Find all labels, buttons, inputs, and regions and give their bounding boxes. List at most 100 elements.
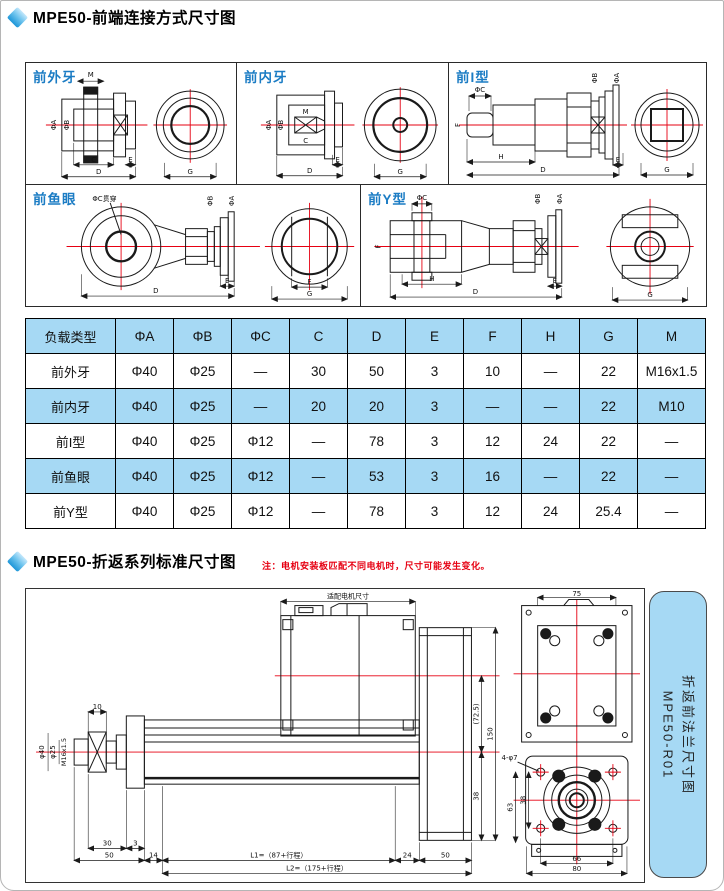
- svg-text:ΦC贯穿: ΦC贯穿: [92, 194, 116, 203]
- svg-text:G: G: [307, 290, 312, 298]
- svg-text:ΦA: ΦA: [50, 120, 58, 130]
- table-cell: —: [289, 423, 348, 459]
- svg-text:D: D: [96, 168, 101, 176]
- panel-label: 前I型: [456, 70, 490, 85]
- r01-drawing-box: 适配电机尺寸 10 φ40 φ25 M16x1.5 30 3 50 14 L1=…: [25, 588, 645, 883]
- table-cell: —: [637, 423, 706, 459]
- table-cell: —: [521, 458, 580, 494]
- svg-text:D: D: [473, 288, 478, 296]
- svg-text:ΦB: ΦB: [591, 73, 599, 84]
- svg-text:H: H: [429, 275, 434, 283]
- table-cell: 24: [521, 493, 580, 529]
- table-cell: Φ25: [173, 493, 232, 529]
- table-cell: 3: [405, 458, 464, 494]
- dimension-table: 负载类型 ΦA ΦB ΦC C D E F H G M 前外牙 Φ40 Φ25 …: [25, 318, 706, 529]
- svg-text:(72.5): (72.5): [471, 703, 480, 724]
- svg-text:ΦA: ΦA: [228, 196, 236, 206]
- table-cell: Φ25: [173, 353, 232, 389]
- table-cell: 前鱼眼: [25, 458, 116, 494]
- table-cell: Φ25: [173, 423, 232, 459]
- section1-title-row: MPE50-前端连接方式尺寸图: [6, 6, 236, 28]
- svg-text:φ25: φ25: [48, 745, 57, 759]
- svg-text:φ40: φ40: [37, 745, 46, 759]
- panel-front-external-thread: M ΦA ΦB C E D G 前外牙: [26, 63, 237, 184]
- panel-label: 前外牙: [33, 70, 77, 85]
- header-cell: ΦC: [231, 318, 290, 354]
- table-cell: —: [521, 388, 580, 424]
- table-row: 前Y型 Φ40 Φ25 Φ12 — 78 3 12 24 25.4 —: [25, 493, 706, 529]
- svg-text:F: F: [308, 278, 312, 286]
- svg-text:G: G: [664, 166, 669, 174]
- table-cell: 前内牙: [25, 388, 116, 424]
- table-cell: Φ25: [173, 458, 232, 494]
- svg-text:ΦC: ΦC: [475, 86, 486, 94]
- table-row: 前I型 Φ40 Φ25 Φ12 — 78 3 12 24 22 —: [25, 423, 706, 459]
- table-cell: Φ12: [231, 493, 290, 529]
- table-row: 前外牙 Φ40 Φ25 — 30 50 3 10 — 22 M16x1.5: [25, 353, 706, 389]
- svg-text:10: 10: [93, 702, 102, 711]
- header-cell: C: [289, 318, 348, 354]
- svg-text:D: D: [540, 166, 545, 174]
- svg-text:38: 38: [471, 792, 480, 801]
- svg-text:F: F: [454, 123, 462, 127]
- svg-text:ΦB: ΦB: [63, 120, 71, 130]
- front-fisheye-drawing: ΦC贯穿 ΦB ΦA E D F G: [66, 194, 355, 303]
- panel-front-internal-thread: M C ΦA ΦB E D G 前内牙: [237, 63, 449, 184]
- table-cell: M10: [637, 388, 706, 424]
- svg-text:75: 75: [572, 591, 581, 598]
- table-cell: 22: [579, 388, 638, 424]
- table-cell: Φ40: [115, 458, 174, 494]
- table-cell: Φ25: [173, 388, 232, 424]
- table-cell: —: [463, 388, 522, 424]
- table-cell: —: [637, 458, 706, 494]
- r01-standard-dimension-drawing: 适配电机尺寸 10 φ40 φ25 M16x1.5 30 3 50 14 L1=…: [36, 591, 640, 877]
- panel-label: 前Y型: [368, 192, 408, 207]
- diamond-icon: [6, 6, 29, 28]
- table-row: 前鱼眼 Φ40 Φ25 Φ12 — 53 3 16 — 22 —: [25, 458, 706, 494]
- table-cell: 24: [521, 423, 580, 459]
- header-cell: 负载类型: [25, 318, 116, 354]
- table-cell: Φ40: [115, 423, 174, 459]
- svg-text:L2=（175+行程）: L2=（175+行程）: [286, 863, 348, 872]
- table-header-row: 负载类型 ΦA ΦB ΦC C D E F H G M: [25, 318, 706, 354]
- side-tab-model: MPE50-R01: [661, 690, 676, 779]
- table-cell: 前I型: [25, 423, 116, 459]
- panel-label: 前内牙: [244, 70, 288, 85]
- svg-text:ΦC: ΦC: [417, 194, 427, 202]
- front-external-thread-drawing: M ΦA ΦB C E D G: [45, 71, 228, 180]
- svg-text:M16x1.5: M16x1.5: [60, 738, 68, 766]
- header-cell: H: [521, 318, 580, 354]
- table-cell: —: [637, 493, 706, 529]
- table-cell: —: [289, 458, 348, 494]
- svg-text:E: E: [225, 277, 229, 285]
- table-cell: 30: [289, 353, 348, 389]
- panel-front-y-type: ΦC F ΦB ΦA H E D G 前Y型: [361, 184, 706, 306]
- header-cell: M: [637, 318, 706, 354]
- svg-text:30: 30: [103, 838, 112, 847]
- motor-note: 注：电机安装板匹配不同电机时，尺寸可能发生变化。: [262, 561, 491, 571]
- table-cell: 22: [579, 353, 638, 389]
- svg-text:E: E: [616, 156, 620, 164]
- table-cell: 20: [289, 388, 348, 424]
- svg-text:C: C: [91, 156, 96, 164]
- svg-text:50: 50: [105, 850, 114, 859]
- svg-text:ΦB: ΦB: [534, 194, 542, 204]
- side-tab-text: 折返前法兰尺寸图 MPE50-R01: [659, 674, 698, 794]
- connection-drawings-box: M ΦA ΦB C E D G 前外牙: [25, 62, 707, 307]
- table-cell: 22: [579, 458, 638, 494]
- svg-text:3: 3: [133, 838, 137, 847]
- svg-text:150: 150: [486, 727, 495, 740]
- svg-text:14: 14: [149, 850, 158, 859]
- svg-text:ΦA: ΦA: [556, 194, 564, 204]
- header-cell: E: [405, 318, 464, 354]
- section2-title: MPE50-折返系列标准尺寸图: [33, 554, 236, 571]
- front-i-type-drawing: ΦC F ΦB ΦA H E D G: [454, 73, 703, 178]
- table-cell: 10: [463, 353, 522, 389]
- section2-title-row: MPE50-折返系列标准尺寸图: [6, 550, 236, 572]
- diamond-icon: [6, 550, 29, 572]
- svg-text:ΦA: ΦA: [613, 73, 621, 84]
- svg-text:50: 50: [441, 850, 450, 859]
- svg-text:ΦB: ΦB: [277, 120, 285, 130]
- section1-title: MPE50-前端连接方式尺寸图: [33, 10, 236, 27]
